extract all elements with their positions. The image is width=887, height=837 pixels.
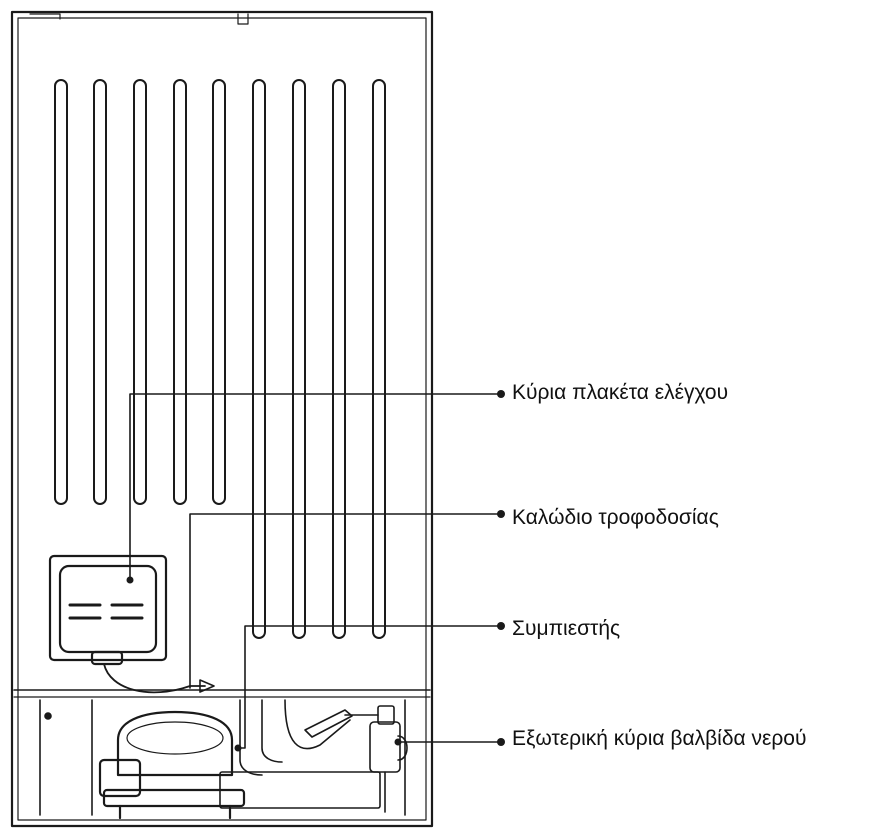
callout-label-compressor: Συμπιεστής bbox=[512, 617, 621, 640]
control-board-box bbox=[48, 554, 215, 694]
machine-compartment bbox=[39, 699, 408, 816]
condenser-coils bbox=[54, 79, 386, 639]
cabinet-outline bbox=[10, 10, 434, 828]
callout-label-power-cable: Καλώδιο τροφοδοσίας bbox=[512, 506, 719, 529]
compressor-anchor-dot bbox=[234, 744, 242, 752]
label-dot-compressor bbox=[497, 622, 505, 630]
label-dot-power-cable bbox=[497, 510, 505, 518]
valve-anchor-dot bbox=[394, 738, 402, 746]
label-dot-water-valve bbox=[497, 738, 505, 746]
callout-label-external-water-valve: Εξωτερική κύρια βαλβίδα νερού bbox=[512, 727, 807, 750]
callout-label-main-control-board: Κύρια πλακέτα ελέγχου bbox=[512, 381, 729, 404]
board-anchor-dot bbox=[126, 576, 134, 584]
compressor bbox=[98, 710, 246, 820]
label-dot-main-board bbox=[497, 390, 505, 398]
